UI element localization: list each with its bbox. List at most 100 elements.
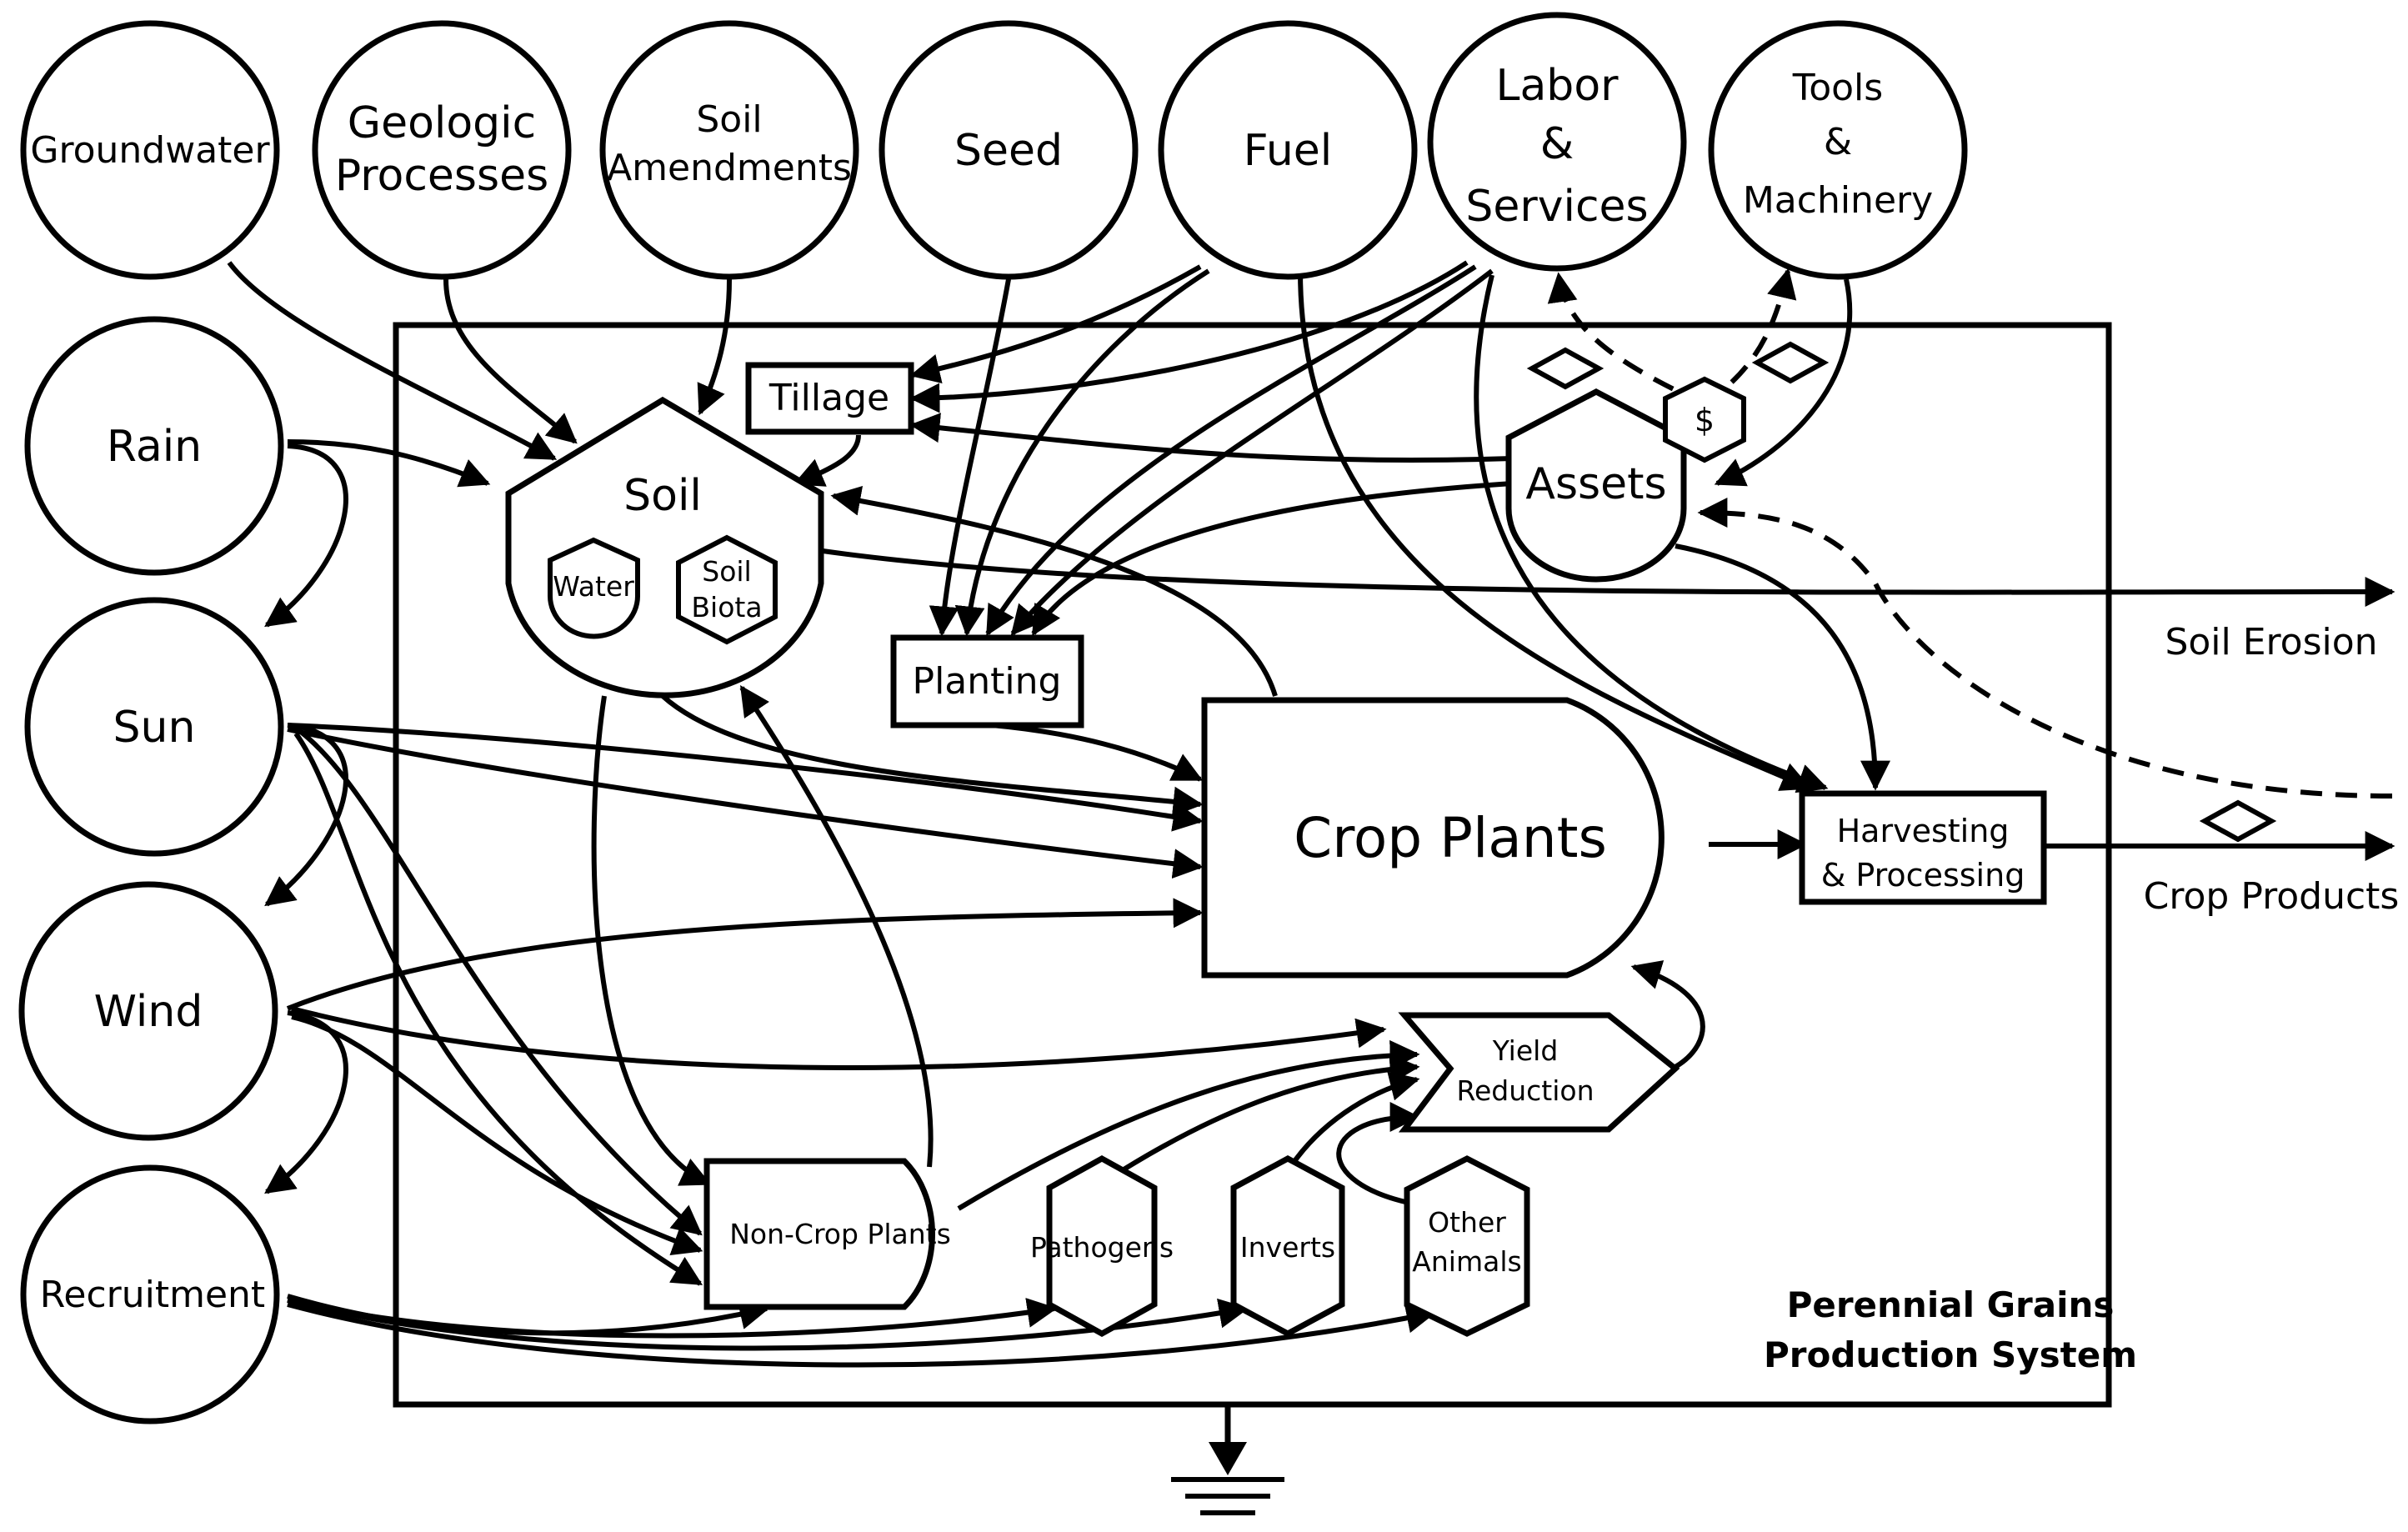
soil-storage: Soil Water Soil Biota [505,396,824,698]
label-other-animals-1: Other [1428,1206,1506,1239]
planting-process: Planting [890,634,1084,728]
label-sun: Sun [113,703,196,753]
flow-soil-crop [660,693,1204,817]
label-dollar: $ [1695,402,1715,438]
flow-geologic-soil [443,278,578,444]
pathogens-consumer: Pathogens [1030,1154,1174,1338]
system-label-line2: Production System [1764,1334,2137,1375]
label-water: Water [553,570,634,603]
source-wind: Wind [18,881,278,1141]
label-geologic-2: Processes [335,151,548,201]
label-soil-biota-2: Biota [691,591,762,623]
label-recruitment: Recruitment [40,1274,265,1316]
label-tillage: Tillage [768,377,889,419]
source-recruitment: Recruitment [20,1164,280,1424]
flow-assets-harvest [1675,543,1890,791]
source-sun: Sun [24,597,284,857]
flow-soil-erosion [816,548,2395,608]
flow-sun-crop-1 [287,723,1204,832]
flow-arrows [227,260,2395,1368]
flow-assets-tillage [909,413,1514,463]
flow-groundwater-soil [227,261,558,461]
flow-crop-soil [830,486,1278,697]
money-diamond-labor [1526,347,1604,390]
source-fuel: Fuel [1158,20,1418,280]
flow-noncrop-soil [739,685,934,1168]
source-tools-machinery: Tools & Machinery [1708,20,1968,280]
other-animals-consumer: Other Animals [1404,1155,1530,1337]
flow-rain-soil [287,439,491,488]
label-soil-biota-1: Soil [702,555,751,588]
label-amendments-1: Soil [696,98,762,141]
money-diamond-products [2199,799,2277,843]
soil-biota-consumer [676,534,778,645]
system-boundary [393,322,2112,1408]
label-soil-erosion: Soil Erosion [2165,621,2377,663]
label-labor-2: & [1540,119,1574,169]
flow-wind-crop [286,898,1204,1011]
dollar-transaction-icon: $ [1663,376,1746,463]
money-flow-labor [1547,272,1706,407]
label-harvesting-2: & Processing [1821,857,2025,894]
water-storage [548,537,640,639]
source-groundwater: Groundwater [20,20,280,280]
label-other-animals-2: Animals [1412,1245,1521,1278]
flow-labor-harvest [1474,274,1829,794]
label-tools-2: & [1824,121,1852,163]
label-geologic-1: Geologic [348,98,536,148]
flow-tillage-soil [793,434,861,487]
money-diamond-tools [1751,341,1830,384]
label-rain: Rain [107,422,202,472]
flow-wind-yield [291,1006,1387,1071]
flow-labor-planting-2 [1010,268,1494,636]
heat-sink-icon [1171,1404,1284,1515]
flow-labor-tillage [909,260,1469,413]
money-flow-tools [1703,268,1797,407]
flow-wind-recruitment [264,1010,348,1194]
flow-tools-assets [1714,278,1853,487]
flow-wind-noncrop [291,1014,703,1256]
label-crop-products: Crop Products [2144,875,2400,918]
source-rain: Rain [24,316,284,576]
flow-pathogens-yield [1119,1054,1420,1174]
flow-recruitment-animals [287,1302,1437,1368]
flow-fuel-tillage [909,264,1202,384]
label-yield-1: Yield [1492,1034,1559,1067]
flow-animals-yield [1336,1102,1420,1207]
label-non-crop-plants: Non-Crop Plants [729,1218,951,1250]
label-tools-3: Machinery [1743,179,1933,222]
non-crop-plants-producer: Non-Crop Plants [703,1158,951,1310]
source-labor-services: Labor & Services [1427,12,1687,272]
label-yield-2: Reduction [1457,1074,1594,1107]
harvesting-processing: Harvesting & Processing [1799,790,2047,905]
flow-fuel-planting [954,268,1210,637]
flow-fuel-harvest [1298,270,1812,791]
flow-sun-noncrop-1 [290,723,703,1236]
flow-sun-crop-2 [287,727,1204,879]
flow-labor-planting-1 [985,264,1477,637]
crop-plants-producer: Crop Plants [1201,697,1665,979]
label-fuel: Fuel [1244,126,1332,176]
label-assets: Assets [1525,459,1666,509]
assets-storage: Assets [1505,388,1687,583]
flow-planting-crop [991,723,1204,782]
flow-inverts-yield [1285,1071,1420,1173]
label-labor-1: Labor [1495,61,1619,111]
source-geologic-processes: Geologic Processes [312,20,572,280]
label-planting: Planting [913,660,1062,703]
flow-recruitment-pathogens [287,1298,1058,1339]
flow-seed-planting [929,278,1011,637]
tillage-process: Tillage [745,362,914,435]
label-amendments-2: Amendments [607,147,852,189]
label-pathogens: Pathogens [1030,1231,1174,1264]
label-inverts: Inverts [1240,1231,1335,1264]
label-harvesting-1: Harvesting [1837,813,2010,849]
flow-soil-noncrop [591,695,712,1186]
source-seed: Seed [879,20,1139,280]
label-tools-1: Tools [1792,67,1883,109]
label-wind: Wind [94,987,203,1037]
label-soil: Soil [623,471,702,521]
flow-yield-crop [1630,960,1705,1069]
label-seed: Seed [954,126,1063,176]
